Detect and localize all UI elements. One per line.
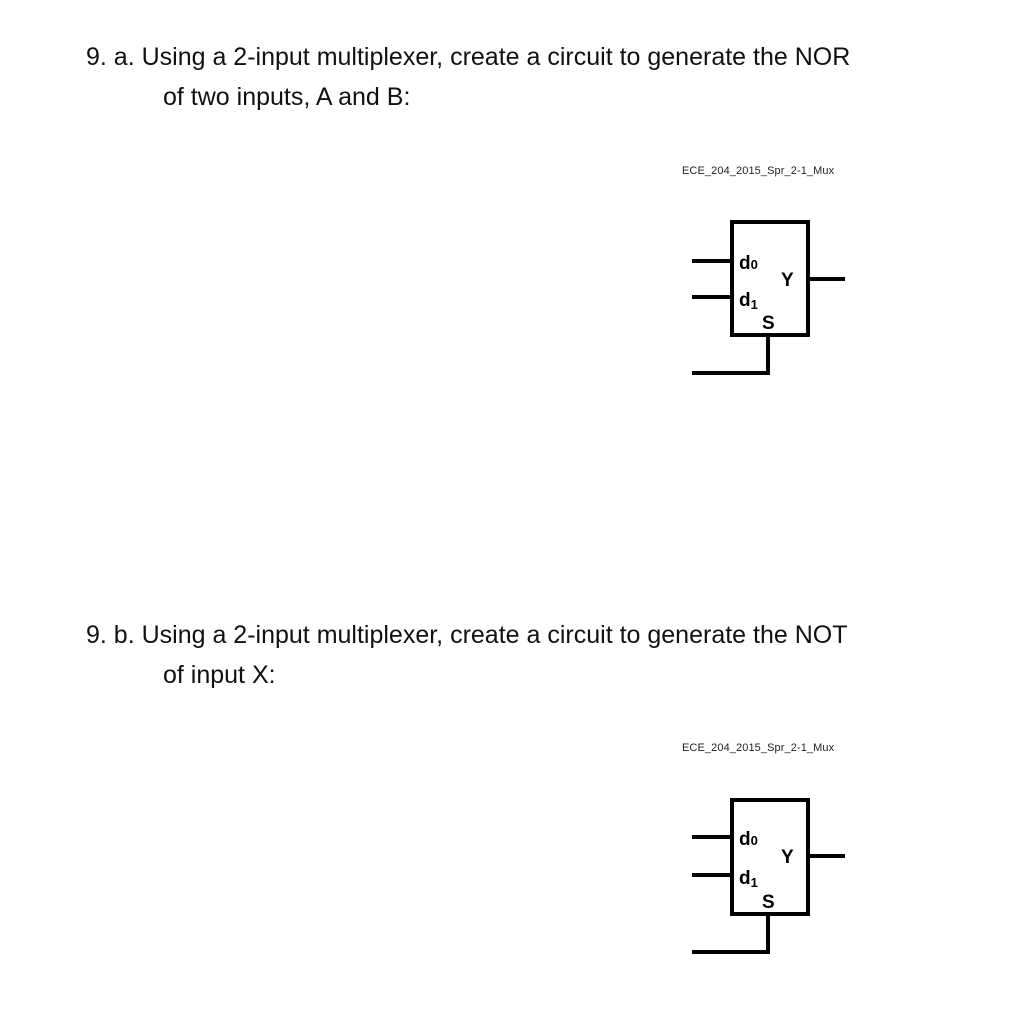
mux-2to1-symbol: d0 d1 Y S [692, 220, 845, 375]
mux-caption: ECE_204_2015_Spr_2-1_Mux [682, 165, 835, 177]
mux-2to1-symbol: d0 d1 Y S [692, 798, 845, 954]
label-d0: d0 [739, 829, 758, 850]
question-9a-line2: of two inputs, A and B: [163, 83, 411, 111]
label-s: S [762, 892, 775, 913]
select-wire [692, 335, 770, 375]
select-wire [692, 914, 770, 954]
label-d1: d1 [739, 290, 758, 312]
label-d0: d0 [739, 253, 758, 274]
label-y: Y [781, 270, 794, 291]
question-9a-line1: 9. a. Using a 2-input multiplexer, creat… [86, 43, 851, 71]
question-9b: 9. b. Using a 2-input multiplexer, creat… [86, 615, 848, 695]
mux-diagram-9b: ECE_204_2015_Spr_2-1_Mux d0 d1 Y S [670, 737, 870, 967]
question-9b-line1: 9. b. Using a 2-input multiplexer, creat… [86, 621, 848, 649]
label-y: Y [781, 847, 794, 868]
mux-diagram-9a: ECE_204_2015_Spr_2-1_Mux d0 d1 Y S [670, 160, 870, 390]
label-d1: d1 [739, 868, 758, 890]
mux-caption: ECE_204_2015_Spr_2-1_Mux [682, 742, 835, 754]
question-9b-line2: of input X: [163, 661, 276, 689]
question-9a: 9. a. Using a 2-input multiplexer, creat… [86, 37, 850, 117]
label-s: S [762, 313, 775, 334]
